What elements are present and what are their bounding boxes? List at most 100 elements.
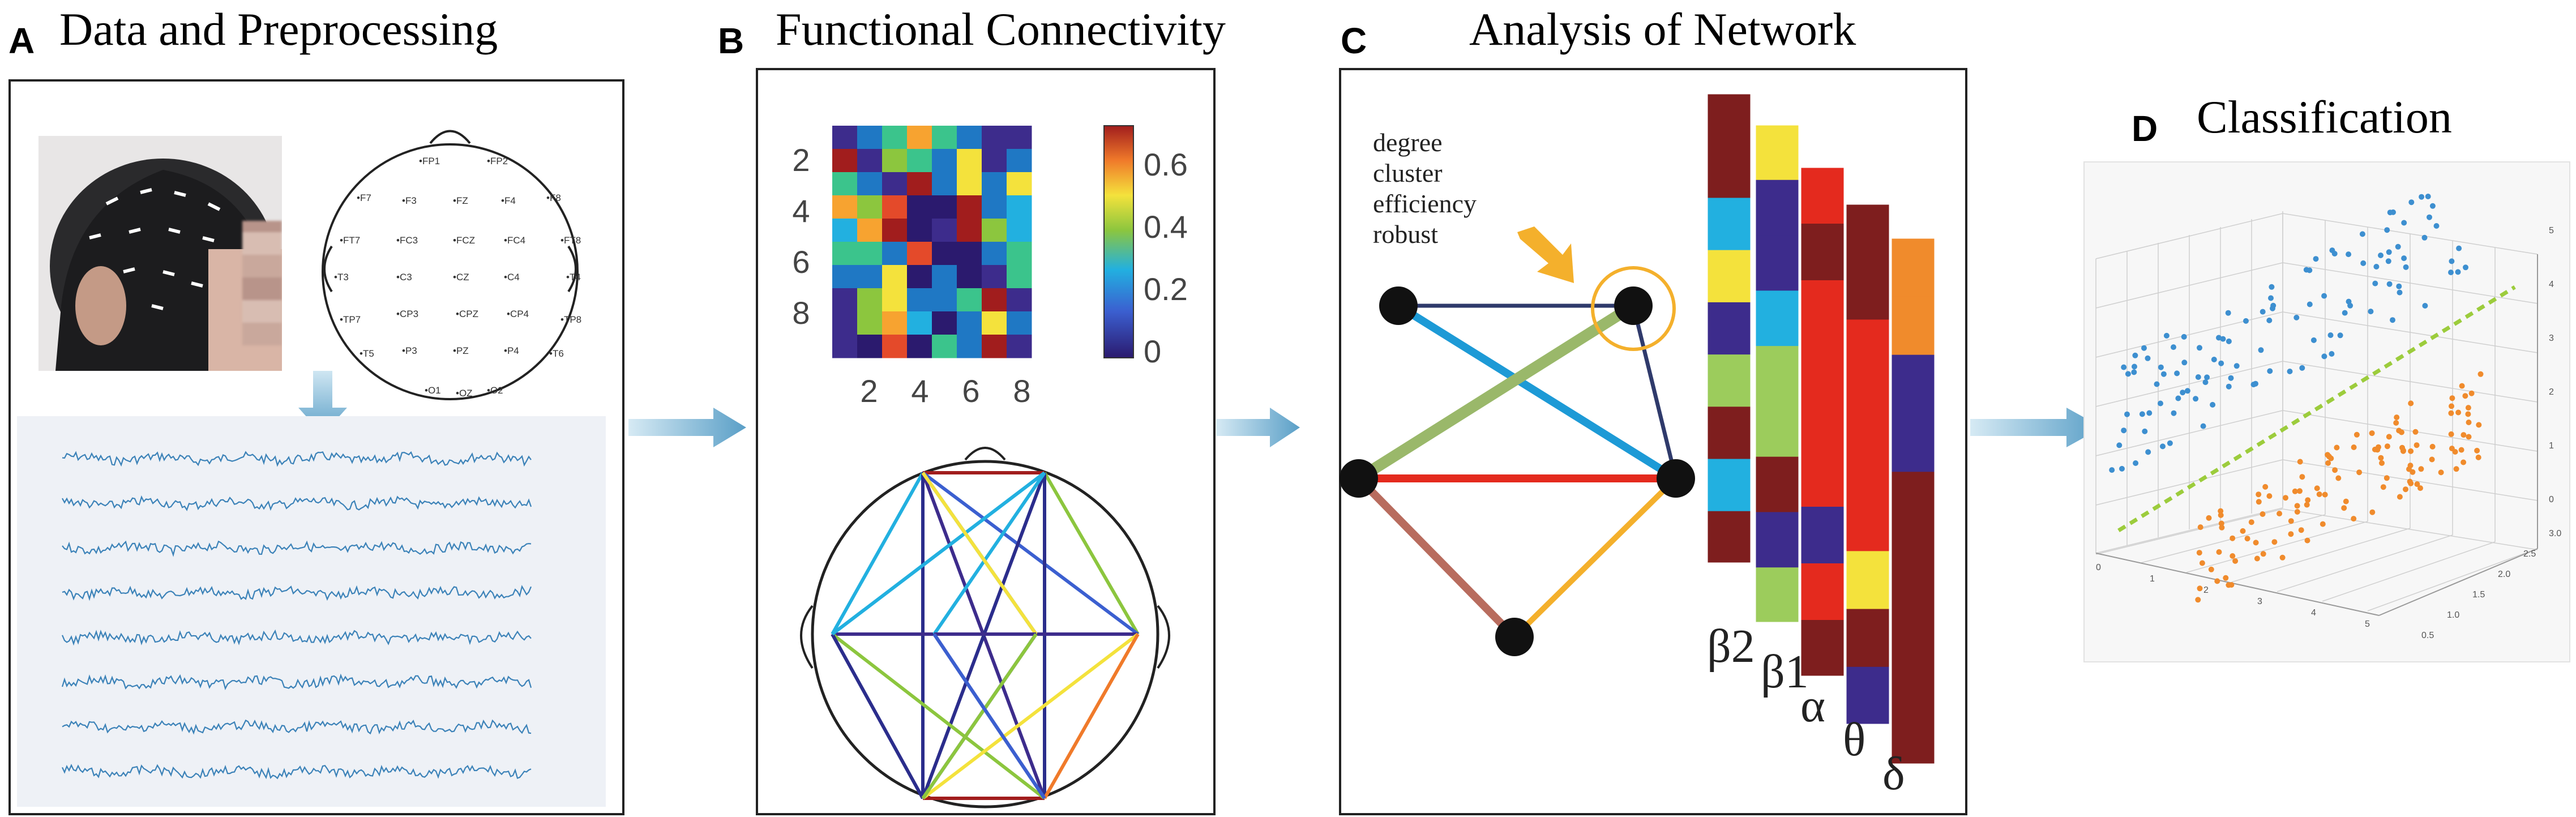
electrode-label: •FP2 bbox=[487, 156, 508, 166]
scatter-point-blue bbox=[2116, 442, 2123, 448]
subject-photo bbox=[38, 136, 282, 371]
scatter-point-orange bbox=[2449, 395, 2455, 401]
panel-a-title: Data and Preprocessing bbox=[59, 3, 498, 55]
electrode-label: •FCZ bbox=[453, 235, 475, 246]
scatter-point-blue bbox=[2195, 374, 2201, 380]
scatter-point-blue bbox=[2368, 309, 2374, 315]
matrix-cell bbox=[1007, 149, 1032, 173]
matrix-cell bbox=[857, 219, 883, 242]
band-feature-strips bbox=[1706, 92, 1936, 765]
band-segment bbox=[1800, 393, 1845, 451]
eeg-traces bbox=[61, 451, 532, 780]
scatter-point-orange bbox=[2453, 466, 2459, 472]
matrix-cell bbox=[857, 149, 883, 173]
scatter-point-orange bbox=[2334, 444, 2340, 451]
scatter-point-blue bbox=[2299, 365, 2305, 371]
scatter-point-blue bbox=[2158, 364, 2164, 370]
electrode-label: •FT8 bbox=[560, 235, 581, 246]
scatter-point-blue bbox=[2360, 260, 2367, 266]
matrix-cell bbox=[907, 265, 932, 289]
connectivity-edge bbox=[922, 471, 1139, 636]
matrix-cell bbox=[1007, 265, 1032, 289]
matrix-cell bbox=[882, 126, 908, 149]
scatter-point-blue bbox=[2425, 194, 2431, 199]
matrix-cell bbox=[907, 242, 932, 266]
scatter-point-blue bbox=[2193, 396, 2199, 402]
scatter-point-blue bbox=[2167, 440, 2173, 446]
scatter-point-blue bbox=[2346, 251, 2352, 258]
scatter-point-blue bbox=[2386, 281, 2393, 287]
pointer-arrow bbox=[1517, 226, 1574, 283]
scatter-point-blue bbox=[2142, 428, 2148, 434]
connectivity-edge bbox=[831, 472, 925, 635]
matrix-cell bbox=[957, 335, 982, 358]
band-segment bbox=[1800, 563, 1845, 621]
connectivity-edge bbox=[831, 632, 1046, 800]
band-strip bbox=[1799, 166, 1846, 678]
matrix-cell bbox=[832, 126, 858, 149]
colorbar-tick: 0.6 bbox=[1144, 147, 1188, 182]
metric-degree: degree bbox=[1373, 128, 1443, 157]
arrow-b-to-c bbox=[1216, 408, 1300, 447]
matrix-cell bbox=[1007, 195, 1032, 219]
matrix-cell bbox=[1007, 172, 1032, 196]
scatter-point-blue bbox=[2422, 303, 2428, 309]
scatter-point-orange bbox=[2341, 505, 2347, 511]
scatter-point-blue bbox=[2307, 267, 2313, 273]
highlight-circle bbox=[1591, 266, 1676, 351]
scatter-point-orange bbox=[2414, 481, 2420, 487]
electrode-label: •TP8 bbox=[560, 314, 581, 325]
matrix-cell bbox=[907, 335, 932, 358]
scatter-point-orange bbox=[2374, 447, 2381, 453]
panel-c-letter: C bbox=[1341, 20, 1367, 61]
matrix-cell bbox=[957, 172, 982, 196]
matrix-cell bbox=[832, 195, 858, 219]
band-segment bbox=[1707, 302, 1751, 355]
scatter-point-blue bbox=[2175, 395, 2181, 401]
electrode-label: •FC3 bbox=[396, 235, 418, 246]
matrix-cell bbox=[832, 311, 858, 335]
band-label-beta2: β2 bbox=[1707, 620, 1755, 673]
electrode-label: •F7 bbox=[357, 193, 371, 203]
scatter-z-tick: 3 bbox=[2549, 333, 2554, 343]
electrode-label: •O1 bbox=[425, 385, 441, 396]
scatter-point-orange bbox=[2299, 474, 2305, 480]
scatter-point-blue bbox=[2131, 369, 2137, 375]
scatter-point-blue bbox=[2250, 382, 2257, 388]
scatter-point-orange bbox=[2369, 430, 2375, 437]
network-node bbox=[1614, 286, 1653, 325]
scatter-point-blue bbox=[2228, 375, 2234, 381]
matrix-y-tick: 4 bbox=[792, 193, 810, 229]
scatter-point-blue bbox=[2385, 258, 2391, 264]
connectivity-edge bbox=[922, 632, 1139, 800]
scatter-point-blue bbox=[2124, 411, 2130, 417]
scatter-point-blue bbox=[2160, 443, 2166, 450]
scatter-point-orange bbox=[2429, 456, 2435, 463]
scatter-point-orange bbox=[2197, 524, 2203, 531]
scatter-point-blue bbox=[2181, 360, 2188, 366]
scatter-point-orange bbox=[2208, 566, 2214, 572]
matrix-x-tick: 2 bbox=[860, 373, 878, 409]
scatter-x-tick: 3 bbox=[2257, 597, 2262, 606]
band-segment bbox=[1800, 507, 1845, 564]
scatter-point-blue bbox=[2269, 284, 2275, 290]
network-node bbox=[1340, 459, 1378, 498]
scatter-point-orange bbox=[2476, 422, 2482, 428]
matrix-cell bbox=[882, 195, 908, 219]
band-label-delta: δ bbox=[1882, 747, 1905, 800]
matrix-cell bbox=[957, 265, 982, 289]
scatter-point-orange bbox=[2277, 511, 2283, 517]
electrode-label: •F8 bbox=[546, 193, 561, 203]
scatter-point-orange bbox=[2449, 446, 2455, 452]
matrix-cell bbox=[882, 311, 908, 335]
scatter-point-blue bbox=[2226, 338, 2232, 344]
decision-boundary bbox=[2117, 285, 2516, 532]
electrode-label: •FT7 bbox=[340, 235, 360, 246]
band-segment bbox=[1846, 609, 1890, 668]
matrix-cell bbox=[857, 288, 883, 312]
scatter-point-blue bbox=[2268, 295, 2274, 301]
band-segment bbox=[1707, 354, 1751, 407]
scatter-point-orange bbox=[2356, 469, 2363, 476]
scatter-point-orange bbox=[2448, 431, 2454, 437]
scatter-point-orange bbox=[2314, 485, 2320, 491]
